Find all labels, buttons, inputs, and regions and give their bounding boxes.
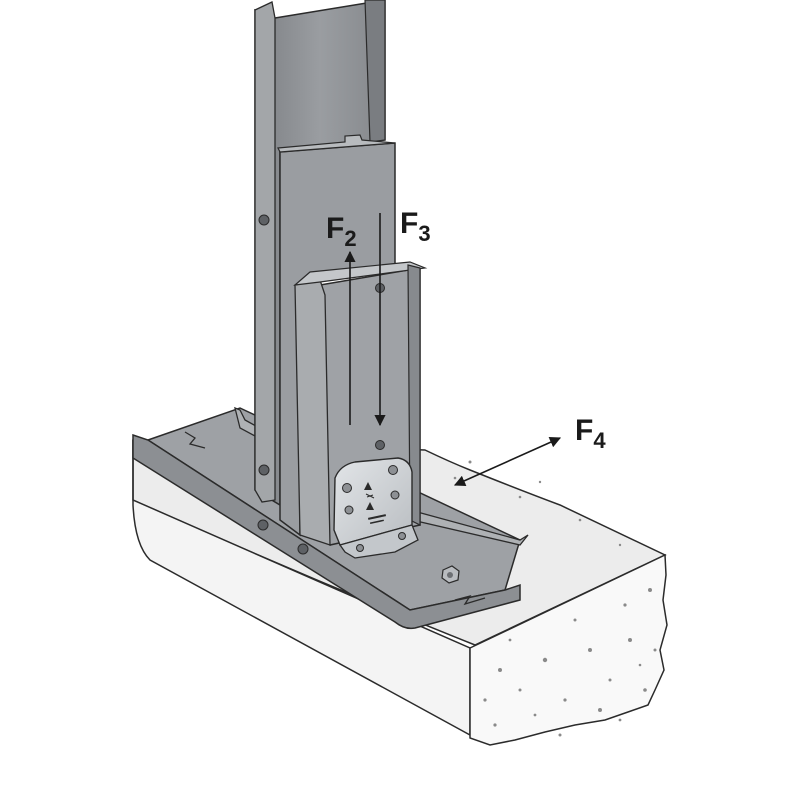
f3-letter: F	[400, 207, 418, 240]
anchor-bolt	[441, 565, 460, 584]
f3-label: F3	[400, 207, 431, 246]
f4-arrow	[453, 437, 562, 486]
outer-stud-lip	[364, 0, 386, 143]
outer-stud-screws	[258, 214, 270, 476]
concrete-end-face	[469, 553, 668, 746]
f2-label: F2	[326, 212, 357, 251]
force-labels: F2 F3 F4	[326, 207, 606, 453]
concrete-aggregate	[453, 460, 657, 737]
f2-subscript: 2	[344, 226, 356, 251]
track-screws	[257, 519, 309, 555]
track-front-flange	[132, 433, 521, 630]
middle-stud-top	[277, 134, 396, 153]
force-arrows	[344, 213, 562, 486]
inner-stud-top-lip	[293, 261, 428, 286]
f2-letter: F	[326, 212, 344, 245]
bracket-markings	[364, 482, 387, 524]
outer-stud	[254, 0, 386, 507]
inner-stud-right-lip	[407, 264, 421, 526]
f4-subscript: 4	[593, 428, 606, 453]
inner-stud-flange	[294, 279, 331, 546]
holdown-bracket	[333, 457, 419, 559]
bracket-screws	[342, 465, 406, 552]
f4-label: F4	[575, 414, 606, 453]
bracket-upright	[333, 457, 413, 546]
f4-letter: F	[575, 414, 593, 447]
f3-subscript: 3	[418, 221, 430, 246]
outer-stud-flange-left	[254, 1, 276, 503]
